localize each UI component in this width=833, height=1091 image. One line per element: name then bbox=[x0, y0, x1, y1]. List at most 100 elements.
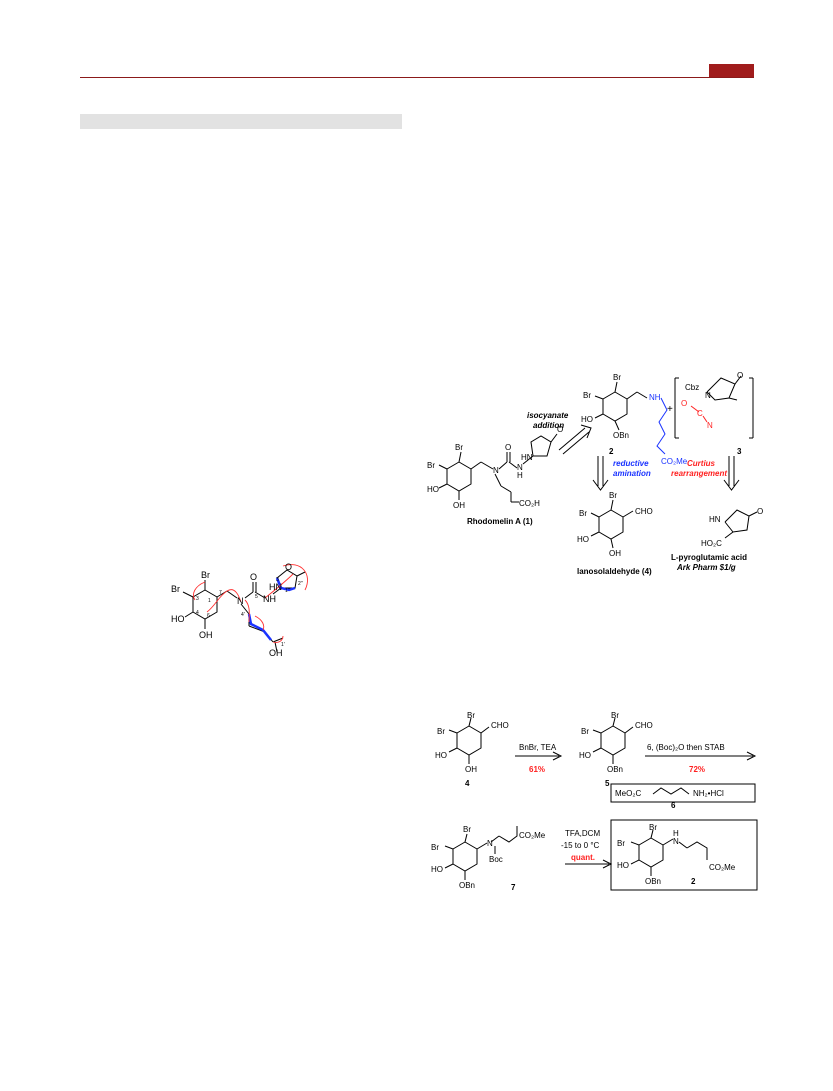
s2-c5-cho: CHO bbox=[635, 721, 653, 730]
rhodomelin-o: O bbox=[505, 443, 511, 452]
cmpd2-nh: NH bbox=[649, 393, 661, 402]
fig1-oh: OH bbox=[199, 630, 213, 640]
fig1-ho: HO bbox=[171, 614, 185, 624]
cmpd2-obn: OBn bbox=[613, 431, 629, 440]
header-tab bbox=[709, 64, 754, 78]
pyroglu-o: O bbox=[757, 507, 763, 516]
cmpd2-co2me: CO₂Me bbox=[661, 457, 688, 466]
cmpd3-c: C bbox=[697, 409, 703, 418]
fig1-oh2: OH bbox=[269, 648, 283, 658]
s2-step1-reagent: BnBr, TEA bbox=[519, 743, 557, 752]
isocyanate-line1: isocyanate bbox=[527, 411, 569, 420]
cmpd2-ho: HO bbox=[581, 415, 593, 424]
s2-c4-ho: HO bbox=[435, 751, 447, 760]
cmpd4-br2: Br bbox=[579, 509, 587, 518]
reductive-line2: amination bbox=[613, 469, 651, 478]
s2-c7-co2me: CO₂Me bbox=[519, 831, 546, 840]
s2-c7-boc: Boc bbox=[489, 855, 503, 864]
cmpd3-n: N bbox=[705, 391, 711, 400]
rhodomelin-n: N bbox=[493, 466, 499, 475]
fig1-n: N bbox=[237, 596, 244, 606]
cmpd4-ho: HO bbox=[577, 535, 589, 544]
s2-c2-br1: Br bbox=[649, 823, 657, 832]
plus-sign: + bbox=[667, 404, 673, 415]
s2-c2-h: H bbox=[673, 829, 679, 838]
scheme-retrosynthesis: Br Br HO OH N O N H HN O CO₂H Rhodomelin… bbox=[427, 371, 763, 576]
s2-c2-number: 2 bbox=[691, 877, 696, 886]
fig1-n3pp: 3 bbox=[276, 577, 279, 583]
curtius-line2: rearrangement bbox=[671, 469, 727, 478]
s2-c7-number: 7 bbox=[511, 883, 516, 892]
fig1-o: O bbox=[250, 572, 257, 582]
rhodomelin-nh: N bbox=[517, 463, 523, 472]
s2-c7-obn: OBn bbox=[459, 881, 475, 890]
rhodomelin-ho: HO bbox=[427, 485, 439, 494]
pyroglu-hn: HN bbox=[709, 515, 721, 524]
fig1-n7: 7 bbox=[219, 590, 222, 596]
cmpd2-br2: Br bbox=[583, 391, 591, 400]
s2-c6-text: MeO₂C bbox=[615, 789, 641, 798]
cmpd4-cho: CHO bbox=[635, 507, 653, 516]
cmpd3-number: 3 bbox=[737, 447, 742, 456]
fig1-nh: NH bbox=[263, 594, 276, 604]
fig1-n1p: 1' bbox=[281, 642, 285, 648]
s2-c5-br1: Br bbox=[611, 712, 619, 720]
s2-c2-obn: OBn bbox=[645, 877, 661, 886]
s2-c2-co2me: CO₂Me bbox=[709, 863, 736, 872]
s2-c4-number: 4 bbox=[465, 779, 470, 788]
cmpd3-cbz: Cbz bbox=[685, 383, 699, 392]
fig1-n5: 5 bbox=[255, 594, 258, 600]
s2-c4-cho: CHO bbox=[491, 721, 509, 730]
cmpd4-oh: OH bbox=[609, 549, 621, 558]
s2-c2-nh: N bbox=[673, 837, 679, 846]
rhodomelin-br2: Br bbox=[427, 461, 435, 470]
rhodomelin-h: H bbox=[517, 471, 523, 480]
rhodomelin-co2h: CO₂H bbox=[519, 499, 540, 508]
pyroglu-ho2c: HO₂C bbox=[701, 539, 722, 548]
s2-c7-br1: Br bbox=[463, 825, 471, 834]
pyroglu-name: L-pyroglutamic acid bbox=[671, 553, 747, 562]
fig1-n3: 3 bbox=[196, 596, 199, 602]
s2-c2-br2: Br bbox=[617, 839, 625, 848]
scheme-synthesis: Br Br CHO HO OH 4 BnBr, TEA 61% Br Br CH… bbox=[431, 712, 758, 892]
rhodomelin-br1: Br bbox=[455, 443, 463, 452]
rhodomelin-hn: HN bbox=[521, 453, 533, 462]
curtius-line1: Curtius bbox=[687, 459, 716, 468]
cmpd3-o2: O bbox=[681, 399, 687, 408]
figure-rhodomelin-correlations: Br Br HO OH N O NH HN O OH 7 1 3 4 6 4' … bbox=[171, 562, 308, 658]
fig1-br-left: Br bbox=[171, 584, 180, 594]
fig1-n6: 6 bbox=[207, 613, 210, 619]
isocyanate-line2: addition bbox=[533, 421, 564, 430]
s2-c6-number: 6 bbox=[671, 801, 676, 810]
s2-step2-yield: 72% bbox=[689, 765, 705, 774]
s2-step2-reagent: 6, (Boc)₂O then STAB bbox=[647, 743, 725, 752]
fig1-n1: 1 bbox=[208, 598, 211, 604]
pyroglu-supplier: Ark Pharm $1/g bbox=[676, 563, 736, 572]
cmpd3-o: O bbox=[737, 371, 743, 380]
header-rule bbox=[80, 77, 754, 78]
s2-c4-br1: Br bbox=[467, 712, 475, 720]
cmpd3-n2: N bbox=[707, 421, 713, 430]
fig1-n4p: 4' bbox=[241, 612, 245, 618]
rhodomelin-o2: O bbox=[557, 425, 563, 434]
s2-step1-yield: 61% bbox=[529, 765, 545, 774]
fig1-o2: O bbox=[285, 562, 292, 572]
fig1-n2pp: 2'' bbox=[298, 581, 303, 587]
rhodomelin-name: Rhodomelin A (1) bbox=[467, 517, 533, 526]
section-heading-bar bbox=[80, 114, 402, 129]
rhodomelin-oh: OH bbox=[453, 501, 465, 510]
s2-step3-yield: quant. bbox=[571, 853, 595, 862]
s2-c7-ho: HO bbox=[431, 865, 443, 874]
s2-step3-reagent1: TFA,DCM bbox=[565, 829, 600, 838]
fig1-hn: HN bbox=[269, 582, 282, 592]
cmpd4-name: lanosolaldehyde (4) bbox=[577, 567, 652, 576]
s2-c5-br2: Br bbox=[581, 727, 589, 736]
s2-c5-obn: OBn bbox=[607, 765, 623, 774]
s2-c2-ho: HO bbox=[617, 861, 629, 870]
s2-c7-br2: Br bbox=[431, 843, 439, 852]
s2-c6-amine: NH₂•HCl bbox=[693, 789, 724, 798]
cmpd4-br1: Br bbox=[609, 491, 617, 500]
s2-c7-n: N bbox=[487, 839, 493, 848]
cmpd2-br1: Br bbox=[613, 373, 621, 382]
s2-c4-oh: OH bbox=[465, 765, 477, 774]
